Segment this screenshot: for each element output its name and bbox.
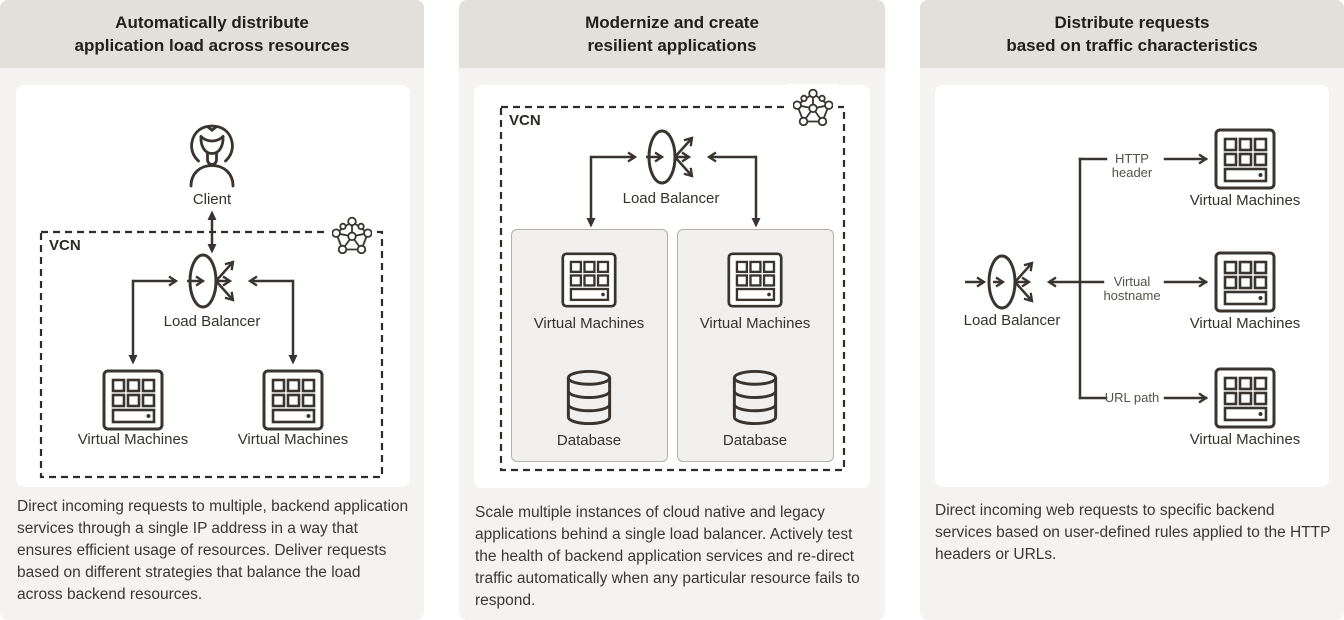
http-header-rule-label: HTTP header [1082,152,1182,180]
virtual-machines-icon [262,369,324,431]
panel3-description: Direct incoming web requests to specific… [935,502,1331,563]
virtual-machines-icon [561,252,617,308]
panel2-title-line1: Modernize and create [585,13,759,32]
load-balancer-label: Load Balancer [622,190,720,207]
virtual-machines-icon [1214,128,1276,190]
panel3-title-line1: Distribute requests [1054,13,1210,32]
virtual-machines-label: Virtual Machines [699,315,811,332]
virtual-machines-label: Virtual Machines [237,431,349,448]
routing-rule-connectors [1078,153,1209,404]
panel1-title-line2: application load across resources [74,36,350,55]
load-balancer-icon [965,254,1080,310]
vcn-label: VCN [509,112,541,129]
panel3-title-line2: based on traffic characteristics [1006,36,1258,55]
panel3-header: Distribute requests based on traffic cha… [920,0,1344,68]
database-label: Database [722,432,788,449]
virtual-machines-icon [727,252,783,308]
load-balancer-icon [133,253,293,309]
virtual-machines-label: Virtual Machines [1189,315,1301,332]
panel1-header: Automatically distribute application loa… [0,0,424,68]
database-icon [732,369,778,426]
panel2-header: Modernize and create resilient applicati… [459,0,885,68]
panel2-description: Scale multiple instances of cloud native… [475,504,860,609]
virtual-machines-icon [1214,367,1276,429]
panel1-diagram [39,124,384,479]
load-balancer-label: Load Balancer [163,313,261,330]
load-balancer-label: Load Balancer [963,312,1061,329]
lb-to-box-connectors [586,155,761,228]
database-label: Database [556,432,622,449]
http-header-rule-line1: HTTP [1115,151,1149,166]
lb-to-vm-connectors [128,279,298,365]
panel-traffic-characteristics: Distribute requests based on traffic cha… [920,0,1344,620]
panel1-description: Direct incoming requests to multiple, ba… [17,498,409,603]
client-label: Client [192,191,232,208]
vcn-label: VCN [49,237,81,254]
virtual-hostname-rule-line2: hostname [1103,288,1161,303]
virtual-machines-icon [102,369,164,431]
url-path-rule-label: URL path [1104,390,1160,405]
virtual-machines-label: Virtual Machines [533,315,645,332]
panel2-title-line2: resilient applications [587,36,757,55]
panel1-title-line1: Automatically distribute [115,13,309,32]
virtual-machines-label: Virtual Machines [77,431,189,448]
panel-automatic-distribution: Automatically distribute application loa… [0,0,424,620]
virtual-machines-label: Virtual Machines [1189,192,1301,209]
vcn-dashed-border [499,105,846,472]
panel-modernize-applications: Modernize and create resilient applicati… [459,0,885,620]
virtual-hostname-rule-label: Virtual hostname [1082,275,1182,303]
client-person-icon [189,124,235,188]
virtual-machines-label: Virtual Machines [1189,431,1301,448]
database-icon [566,369,612,426]
virtual-hostname-rule-line1: Virtual [1113,274,1151,289]
virtual-machines-icon [1214,251,1276,313]
http-header-rule-line2: header [1111,165,1153,180]
panel3-diagram [965,128,1276,429]
load-balancer-icon [591,129,756,185]
panel1-diagram-card [16,85,410,487]
panel2-diagram [499,84,846,472]
